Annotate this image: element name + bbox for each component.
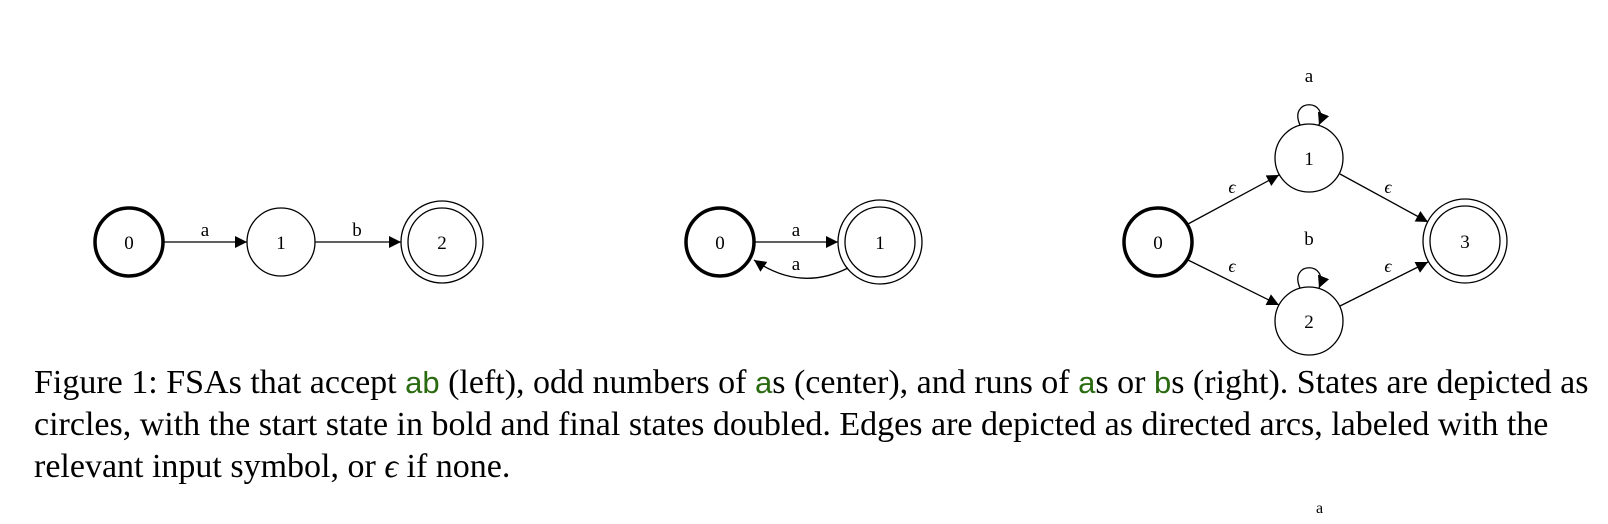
- fsa-left: 0 1 2 a b: [93, 200, 484, 284]
- caption-highlight-b-right: b: [1153, 365, 1172, 400]
- caption-highlight-a-right: a: [1078, 365, 1096, 400]
- fsa-right-edge-2-2-label: b: [1304, 229, 1314, 250]
- fsa-right-edge-1-3: [1339, 173, 1429, 223]
- caption-text-3: s (center), and runs of: [772, 364, 1079, 401]
- fsa-center-edge-1-0-label: a: [792, 254, 801, 275]
- fsa-left-edge-1-2-label: b: [352, 220, 362, 241]
- fsa-right-edge-1-3-label: ϵ: [1384, 177, 1392, 197]
- fsa-right-state-2: [1274, 286, 1344, 356]
- fsa-diagrams: 0 1 2 a b 0 1 a a 0 1 2 3 ϵ: [93, 66, 1508, 356]
- fsa-right-state-3-outer: [1422, 198, 1508, 284]
- fsa-left-state-2: [407, 207, 477, 277]
- fsa-right-edge-0-1: [1187, 174, 1280, 225]
- fsa-right-state-0: [1122, 206, 1194, 278]
- fsa-right-state-3-label: 3: [1460, 232, 1470, 253]
- caption-text-6: if none.: [398, 448, 511, 485]
- fsa-right-state-1-label: 1: [1304, 149, 1314, 170]
- caption-text-1: Figure 1: FSAs that accept: [34, 364, 406, 401]
- caption-text-2: (left), odd numbers of: [439, 364, 755, 401]
- fsa-right-edge-0-2-label: ϵ: [1228, 256, 1236, 276]
- figure-caption: Figure 1: FSAs that accept ab (left), od…: [34, 362, 1594, 488]
- fsa-center-edge-1-0: [753, 259, 849, 279]
- fsa-right-edge-1-1: [1297, 104, 1330, 126]
- fsa-center-state-0-label: 0: [715, 233, 725, 254]
- caption-highlight-ab: ab: [405, 365, 440, 400]
- fsa-right: 0 1 2 3 ϵ ϵ a b ϵ ϵ: [1122, 66, 1508, 356]
- fsa-right-edge-0-2: [1187, 259, 1280, 306]
- fsa-left-state-2-label: 2: [437, 233, 447, 254]
- fsa-center-state-1-label: 1: [875, 233, 885, 254]
- fsa-center-state-1: [844, 206, 916, 278]
- fsa-left-edge-0-1-label: a: [201, 220, 210, 241]
- caption-text-4: s or: [1095, 364, 1154, 401]
- fsa-left-state-1-label: 1: [276, 233, 286, 254]
- fsa-right-edge-1-1-label: a: [1305, 66, 1314, 87]
- fsa-center: 0 1 a a: [684, 199, 923, 285]
- fsa-right-edge-2-2: [1297, 267, 1330, 289]
- stray-label: a: [1316, 500, 1324, 517]
- fsa-left-state-0-label: 0: [124, 233, 134, 254]
- fsa-right-state-2-label: 2: [1304, 312, 1314, 333]
- caption-highlight-a-center: a: [754, 365, 773, 400]
- fsa-right-edge-2-3: [1339, 261, 1429, 307]
- fsa-right-edge-2-3-label: ϵ: [1384, 256, 1392, 276]
- fsa-right-state-0-label: 0: [1153, 233, 1163, 254]
- fsa-right-state-3: [1429, 205, 1501, 277]
- caption-epsilon: ϵ: [384, 448, 399, 485]
- fsa-center-edge-0-1-label: a: [792, 220, 801, 241]
- caption-text-5: s (right). States are depicted as circle…: [34, 364, 1589, 485]
- fsa-right-edge-0-1-label: ϵ: [1228, 177, 1236, 197]
- fsa-right-state-1: [1274, 123, 1344, 193]
